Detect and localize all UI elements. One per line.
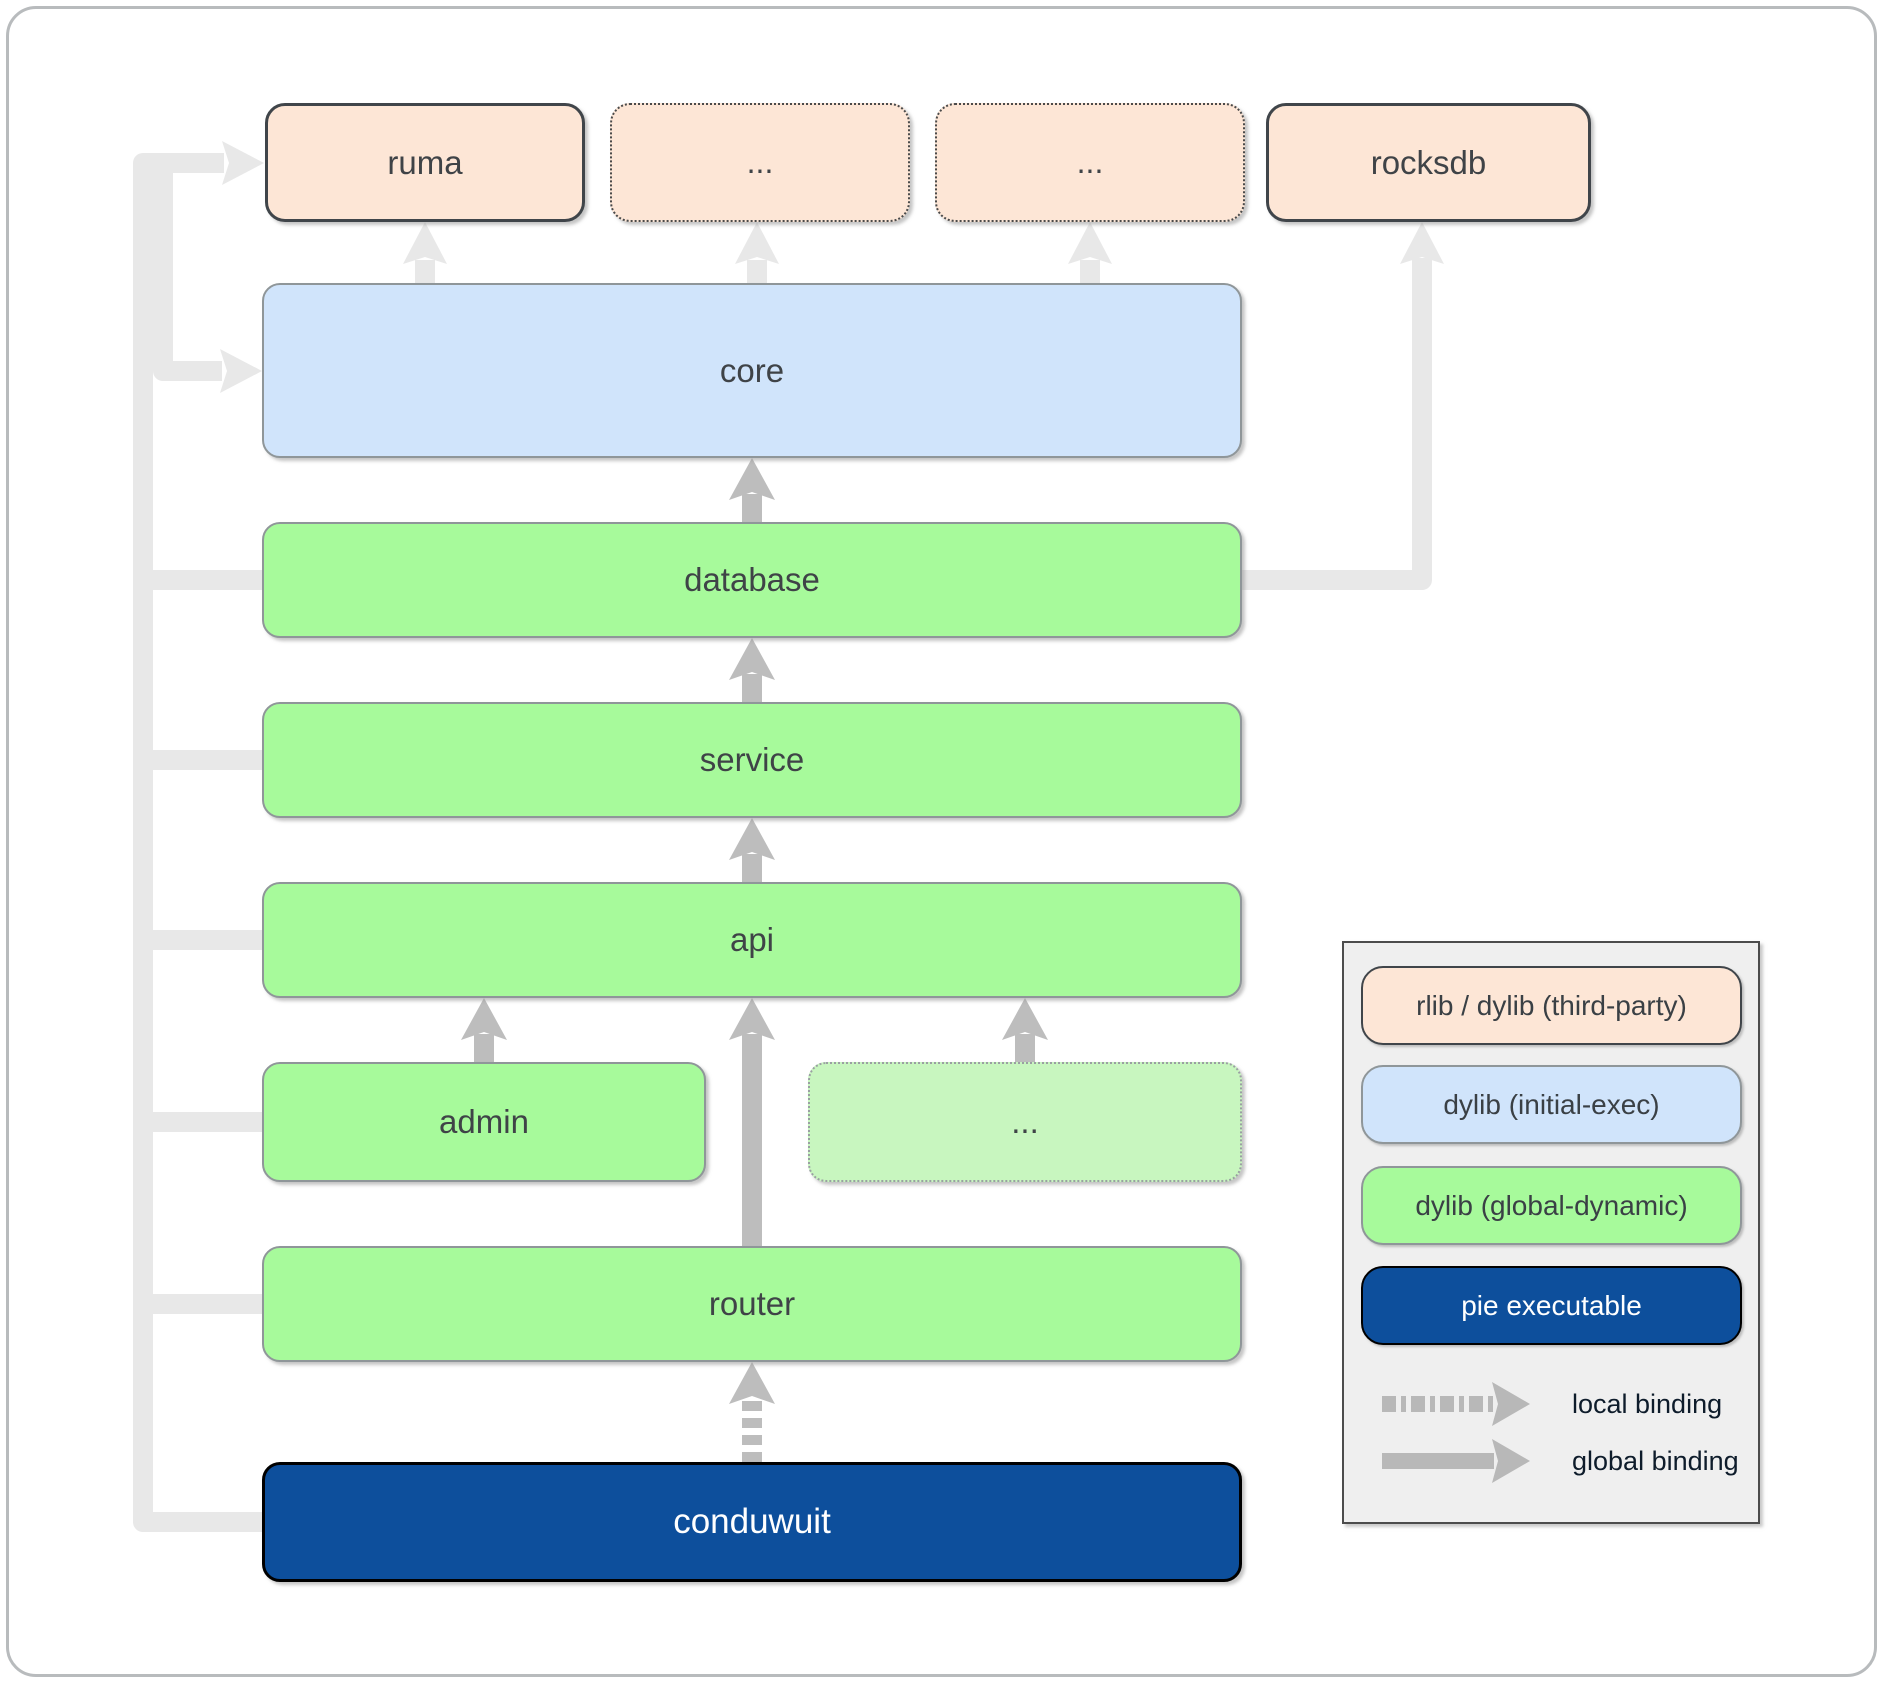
node-conduwuit: conduwuit (262, 1462, 1242, 1582)
arrowhead-database-core (729, 458, 775, 500)
edges-main-chain (461, 458, 1048, 1246)
legend-local-binding-arrowhead (1492, 1382, 1530, 1426)
legend-item-global-dynamic: dylib (global-dynamic) (1361, 1166, 1742, 1245)
node-third-party-more-1-label: ... (746, 144, 774, 180)
arrowhead-core-more-1 (735, 222, 779, 264)
arrowhead-api-service (729, 818, 775, 860)
legend-item-initial-exec: dylib (initial-exec) (1361, 1065, 1742, 1144)
legend-panel: rlib / dylib (third-party) dylib (initia… (1342, 941, 1760, 1524)
arrowhead-core-ruma (403, 222, 447, 264)
node-ruma-label: ruma (387, 143, 463, 181)
node-router-label: router (708, 1285, 796, 1322)
edges-core-to-third-party (403, 222, 1112, 283)
arrowhead-more-api (1002, 998, 1048, 1040)
legend-global-binding-label: global binding (1572, 1445, 1739, 1476)
node-api-more-label: ... (1011, 1103, 1039, 1140)
node-rocksdb: rocksdb (1266, 103, 1591, 222)
node-service-label: service (699, 741, 805, 778)
arrowhead-to-ruma (222, 141, 264, 185)
edge-conduwuit-router-local (729, 1362, 775, 1462)
node-api-more: ... (808, 1062, 1242, 1182)
arrowhead-router-api (729, 998, 775, 1040)
node-api: api (262, 882, 1242, 998)
edge-conduwuit-trunk (133, 141, 264, 1532)
legend-global-binding-arrowhead (1492, 1439, 1530, 1483)
node-conduwuit-label: conduwuit (673, 1502, 831, 1541)
edge-database-rocksdb (1242, 222, 1444, 590)
arrowhead-to-core (220, 349, 262, 393)
node-api-label: api (729, 921, 775, 958)
arrowhead-service-database (729, 638, 775, 680)
node-third-party-more-1: ... (610, 103, 910, 222)
node-third-party-more-2: ... (935, 103, 1245, 222)
node-database-label: database (684, 561, 820, 598)
arrowhead-admin-api (461, 998, 507, 1040)
arrowhead-conduwuit-router (729, 1362, 775, 1404)
arrowhead-core-more-2 (1068, 222, 1112, 264)
node-core-label: core (719, 351, 785, 389)
edge-conduwuit-core (153, 156, 222, 381)
node-third-party-more-2-label: ... (1076, 144, 1104, 180)
legend-item-initial-exec-label: dylib (initial-exec) (1443, 1088, 1660, 1120)
node-database: database (262, 522, 1242, 638)
legend-item-pie-executable-label: pie executable (1461, 1289, 1642, 1321)
node-ruma: ruma (265, 103, 585, 222)
legend-item-third-party: rlib / dylib (third-party) (1361, 966, 1742, 1045)
node-service: service (262, 702, 1242, 818)
node-router: router (262, 1246, 1242, 1362)
legend-arrows (1382, 1382, 1530, 1483)
node-core: core (262, 283, 1242, 458)
node-rocksdb-label: rocksdb (1370, 143, 1487, 181)
legend-local-binding-label: local binding (1572, 1388, 1723, 1419)
arrowhead-to-rocksdb (1400, 222, 1444, 264)
legend-item-global-dynamic-label: dylib (global-dynamic) (1415, 1189, 1688, 1221)
node-admin: admin (262, 1062, 706, 1182)
legend-item-pie-executable: pie executable (1361, 1266, 1742, 1345)
legend-item-third-party-label: rlib / dylib (third-party) (1416, 989, 1687, 1021)
node-admin-label: admin (439, 1103, 529, 1140)
